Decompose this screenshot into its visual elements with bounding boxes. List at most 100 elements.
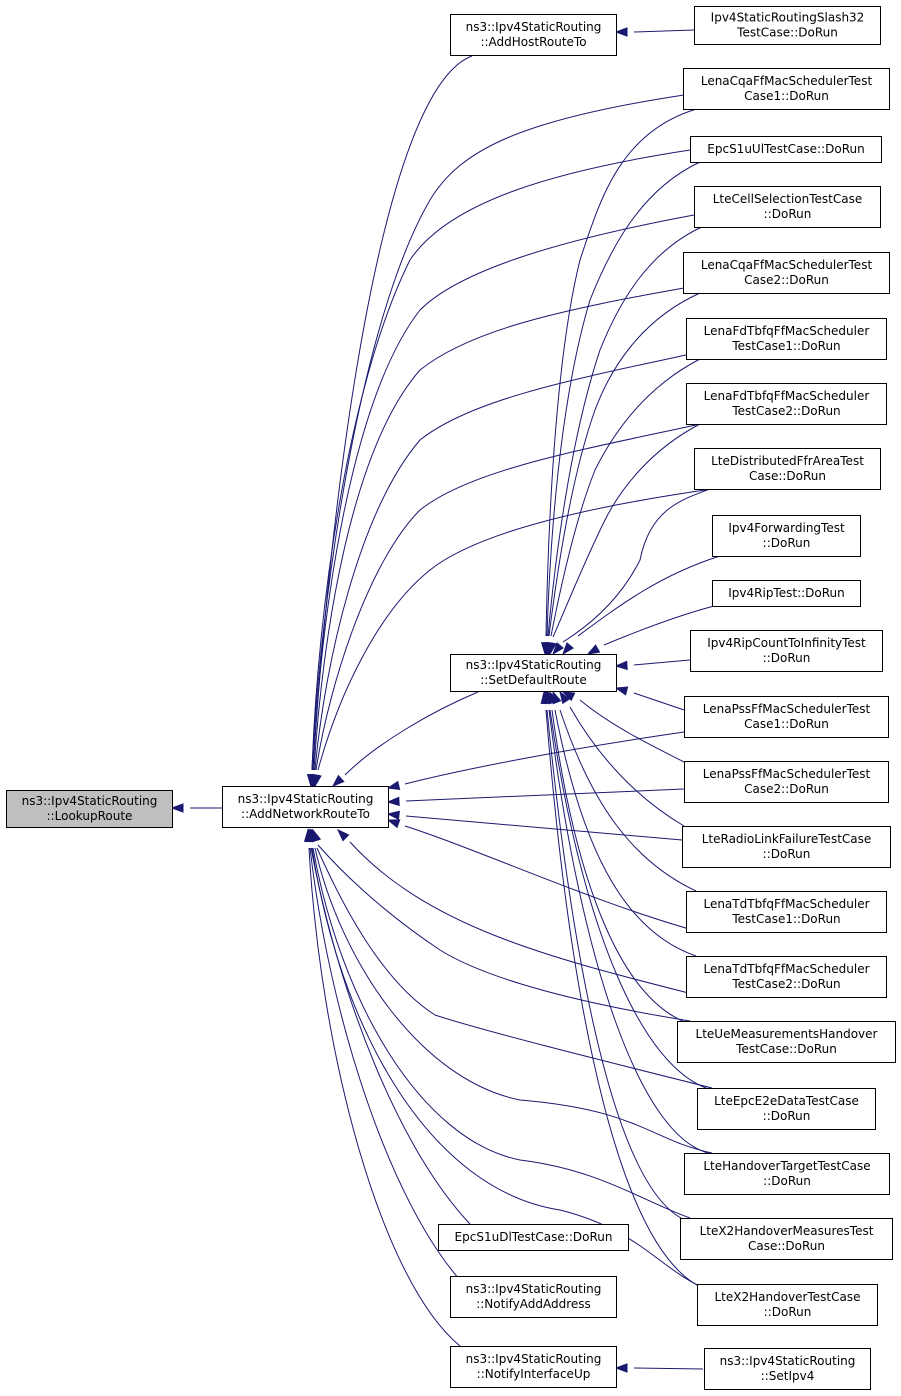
edge-x2meas-to-addnet	[307, 828, 691, 1219]
edge-line	[545, 107, 701, 637]
node-label: ::DoRun	[764, 1305, 812, 1319]
node-notaddr[interactable]: ns3::Ipv4StaticRouting::NotifyAddAddress	[450, 1276, 617, 1318]
edge-x2ho-to-addnet	[306, 828, 709, 1291]
node-ipv4fwd[interactable]: Ipv4ForwardingTest::DoRun	[712, 515, 861, 557]
node-lookup[interactable]: ns3::Ipv4StaticRouting::LookupRoute	[6, 790, 173, 828]
node-setipv4[interactable]: ns3::Ipv4StaticRouting::SetIpv4	[704, 1348, 871, 1390]
edge-riptest-to-setdef	[586, 605, 715, 655]
edge-notif-to-addnet	[303, 828, 461, 1347]
edge-td2-to-setdef	[548, 690, 697, 957]
node-label: ::DoRun	[763, 847, 811, 861]
node-box	[683, 68, 890, 110]
edge-line	[311, 149, 691, 771]
node-label: Case1::DoRun	[744, 89, 829, 103]
edge-cqa2-to-setdef	[543, 292, 701, 656]
node-hotarget[interactable]: LteHandoverTargetTestCase::DoRun	[684, 1153, 890, 1195]
node-label: Ipv4StaticRoutingSlash32	[711, 11, 865, 25]
edge-line	[549, 709, 713, 1091]
node-label: ::LookupRoute	[47, 809, 133, 823]
arrow-head	[331, 774, 345, 787]
edge-pss2-to-setdef	[561, 691, 691, 766]
edge-line	[603, 605, 715, 646]
node-addhost[interactable]: ns3::Ipv4StaticRouting::AddHostRouteTo	[450, 14, 617, 56]
edge-line	[577, 555, 721, 637]
edge-e2e-to-addnet	[310, 828, 713, 1089]
edge-line	[548, 292, 701, 637]
node-box	[684, 696, 889, 738]
edge-line	[569, 706, 685, 827]
node-label: Case2::DoRun	[744, 273, 829, 287]
node-label: TestCase::DoRun	[736, 26, 838, 40]
node-label: LteHandoverTargetTestCase	[703, 1159, 870, 1173]
node-box	[686, 383, 887, 425]
edge-line	[312, 55, 473, 771]
node-label: LenaPssFfMacSchedulerTest	[703, 702, 871, 716]
arrow-head	[614, 660, 628, 671]
node-label: TestCase1::DoRun	[731, 912, 840, 926]
arrow-head	[586, 644, 601, 655]
edge-rlf-to-setdef	[559, 690, 685, 827]
edge-line	[316, 847, 713, 1089]
node-label: ns3::Ipv4StaticRouting	[466, 1282, 602, 1296]
node-setdef[interactable]: ns3::Ipv4StaticRouting::SetDefaultRoute	[450, 654, 617, 692]
node-label: LenaTdTbfqFfMacScheduler	[703, 897, 869, 911]
arrow-head	[386, 819, 401, 829]
node-epcul[interactable]: EpcS1uUlTestCase::DoRun	[690, 136, 882, 163]
node-e2e[interactable]: LteEpcE2eDataTestCase::DoRun	[697, 1088, 876, 1130]
node-box	[712, 515, 861, 557]
node-label: Case::DoRun	[749, 469, 826, 483]
arrow-head	[562, 642, 574, 656]
node-rlf[interactable]: LteRadioLinkFailureTestCase::DoRun	[682, 826, 891, 868]
node-label: EpcS1uDlTestCase::DoRun	[455, 1230, 613, 1244]
node-box	[682, 826, 891, 868]
node-notif[interactable]: ns3::Ipv4StaticRouting::NotifyInterfaceU…	[450, 1346, 617, 1388]
node-box	[680, 1218, 893, 1260]
arrow-head	[559, 690, 571, 705]
edge-line	[633, 1367, 704, 1370]
node-epcdl[interactable]: EpcS1uDlTestCase::DoRun	[438, 1224, 629, 1251]
node-ripcount[interactable]: Ipv4RipCountToInfinityTest::DoRun	[690, 630, 883, 672]
node-box	[694, 448, 881, 490]
node-x2ho[interactable]: LteX2HandoverTestCase::DoRun	[697, 1284, 878, 1326]
node-label: LteEpcE2eDataTestCase	[714, 1094, 859, 1108]
node-label: LteX2HandoverTestCase	[715, 1290, 861, 1304]
edge-fd2-to-setdef	[547, 423, 701, 656]
arrow-head	[386, 780, 401, 790]
node-riptest[interactable]: Ipv4RipTest::DoRun	[712, 580, 861, 607]
node-cellsel[interactable]: LteCellSelectionTestCase::DoRun	[694, 186, 881, 228]
edge-line	[554, 709, 697, 957]
edge-line	[405, 788, 685, 802]
node-label: Case1::DoRun	[744, 717, 829, 731]
node-label: Ipv4RipTest::DoRun	[728, 586, 845, 600]
node-box	[686, 318, 887, 360]
edge-line	[311, 94, 685, 771]
node-box	[450, 654, 617, 692]
node-label: LenaPssFfMacSchedulerTest	[703, 767, 871, 781]
edge-line	[317, 844, 691, 1022]
arrow-head	[614, 1363, 628, 1373]
node-addnet[interactable]: ns3::Ipv4StaticRouting::AddNetworkRouteT…	[222, 786, 389, 828]
node-label: ::AddHostRouteTo	[480, 35, 586, 49]
node-box	[690, 630, 883, 672]
nodes-layer: ns3::Ipv4StaticRouting::LookupRoutens3::…	[6, 6, 896, 1390]
edge-line	[633, 659, 691, 666]
arrow-head	[540, 690, 550, 704]
edge-rlf-to-addnet	[386, 810, 683, 841]
node-box	[677, 1021, 896, 1063]
node-label: ::DoRun	[763, 536, 811, 550]
edge-td2-to-addnet	[336, 828, 701, 997]
edge-line	[308, 847, 461, 1347]
